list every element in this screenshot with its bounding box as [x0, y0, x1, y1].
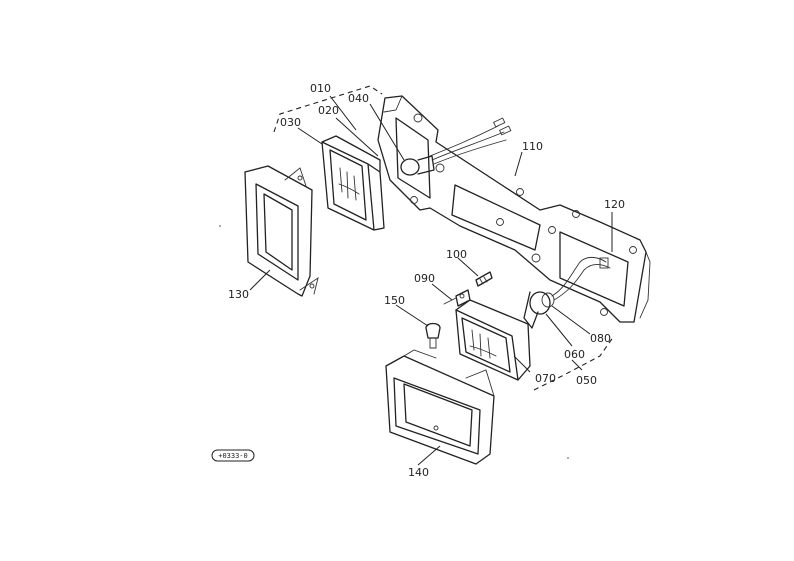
mounting-panel	[377, 95, 651, 323]
lower-bulb-assembly	[523, 256, 611, 329]
upper-lamp-unit	[321, 135, 385, 231]
callout-080: 080	[590, 332, 611, 345]
callout-090: 090	[414, 272, 435, 285]
drawing-code: +0333-0	[218, 452, 248, 460]
callout-040: 040	[348, 92, 369, 105]
callout-060: 060	[564, 348, 585, 361]
callout-120: 120	[604, 198, 625, 211]
callout-050: 050	[576, 374, 597, 387]
upper-bezel	[244, 165, 319, 297]
callout-110: 110	[522, 140, 543, 153]
drawing-code-badge: +0333-0	[211, 449, 255, 462]
callout-010: 010	[310, 82, 331, 95]
callout-020: 020	[318, 104, 339, 117]
callout-030: 030	[280, 116, 301, 129]
callout-150: 150	[384, 294, 405, 307]
lower-lamp-unit	[455, 299, 531, 381]
callout-140: 140	[408, 466, 429, 479]
upper-group-boundary	[273, 85, 383, 133]
callout-100: 100	[446, 248, 467, 261]
upper-bulb-assembly	[400, 117, 512, 176]
leader-lines	[249, 95, 613, 466]
callout-130: 130	[228, 288, 249, 301]
callout-labels: 010 020 030 040 050 060 070 080 090 100 …	[228, 82, 625, 479]
lower-bezel	[385, 349, 495, 465]
callout-070: 070	[535, 372, 556, 385]
